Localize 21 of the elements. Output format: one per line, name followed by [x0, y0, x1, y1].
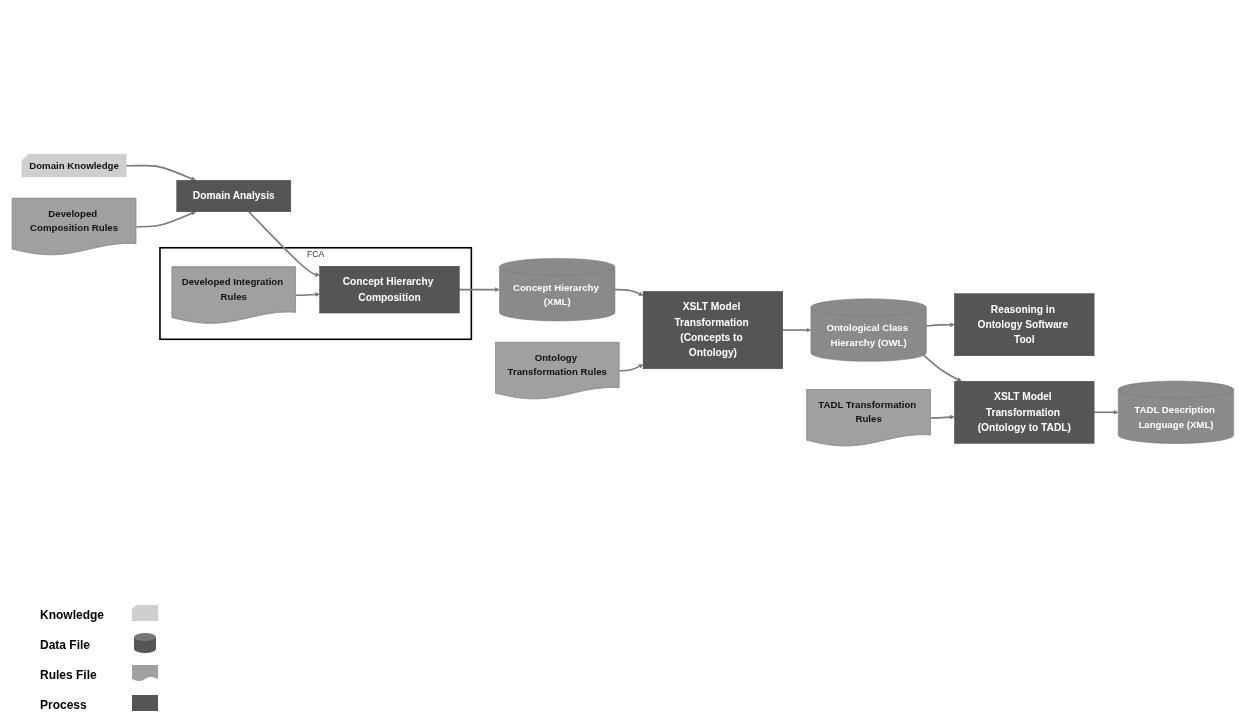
arrow	[125, 164, 196, 181]
arrow	[1093, 409, 1119, 415]
node-box: XSLT Model Transformation (Ontology to TADL)	[954, 380, 1095, 444]
node-box: Reasoning in Ontology Software Tool	[954, 293, 1095, 356]
arrow	[135, 211, 196, 228]
arrow	[781, 327, 812, 333]
legend-label: Rules File	[40, 668, 98, 682]
arrow	[458, 287, 500, 292]
arrow	[925, 322, 955, 327]
node-box: Domain Analysis	[176, 180, 292, 212]
legend-label: Data File	[40, 638, 91, 652]
node-box: XSLT Model Transformation (Concepts to Ontology)	[642, 291, 783, 369]
arrow	[923, 354, 962, 382]
arrow	[929, 414, 955, 420]
legend-label: Knowledge	[40, 608, 105, 622]
arrow	[248, 210, 320, 277]
arrow	[295, 292, 320, 297]
arrow	[618, 364, 644, 372]
arrow	[614, 288, 644, 296]
legend-label: Process	[40, 698, 88, 712]
node-box: Concept Hierarchy Composition	[319, 265, 460, 314]
